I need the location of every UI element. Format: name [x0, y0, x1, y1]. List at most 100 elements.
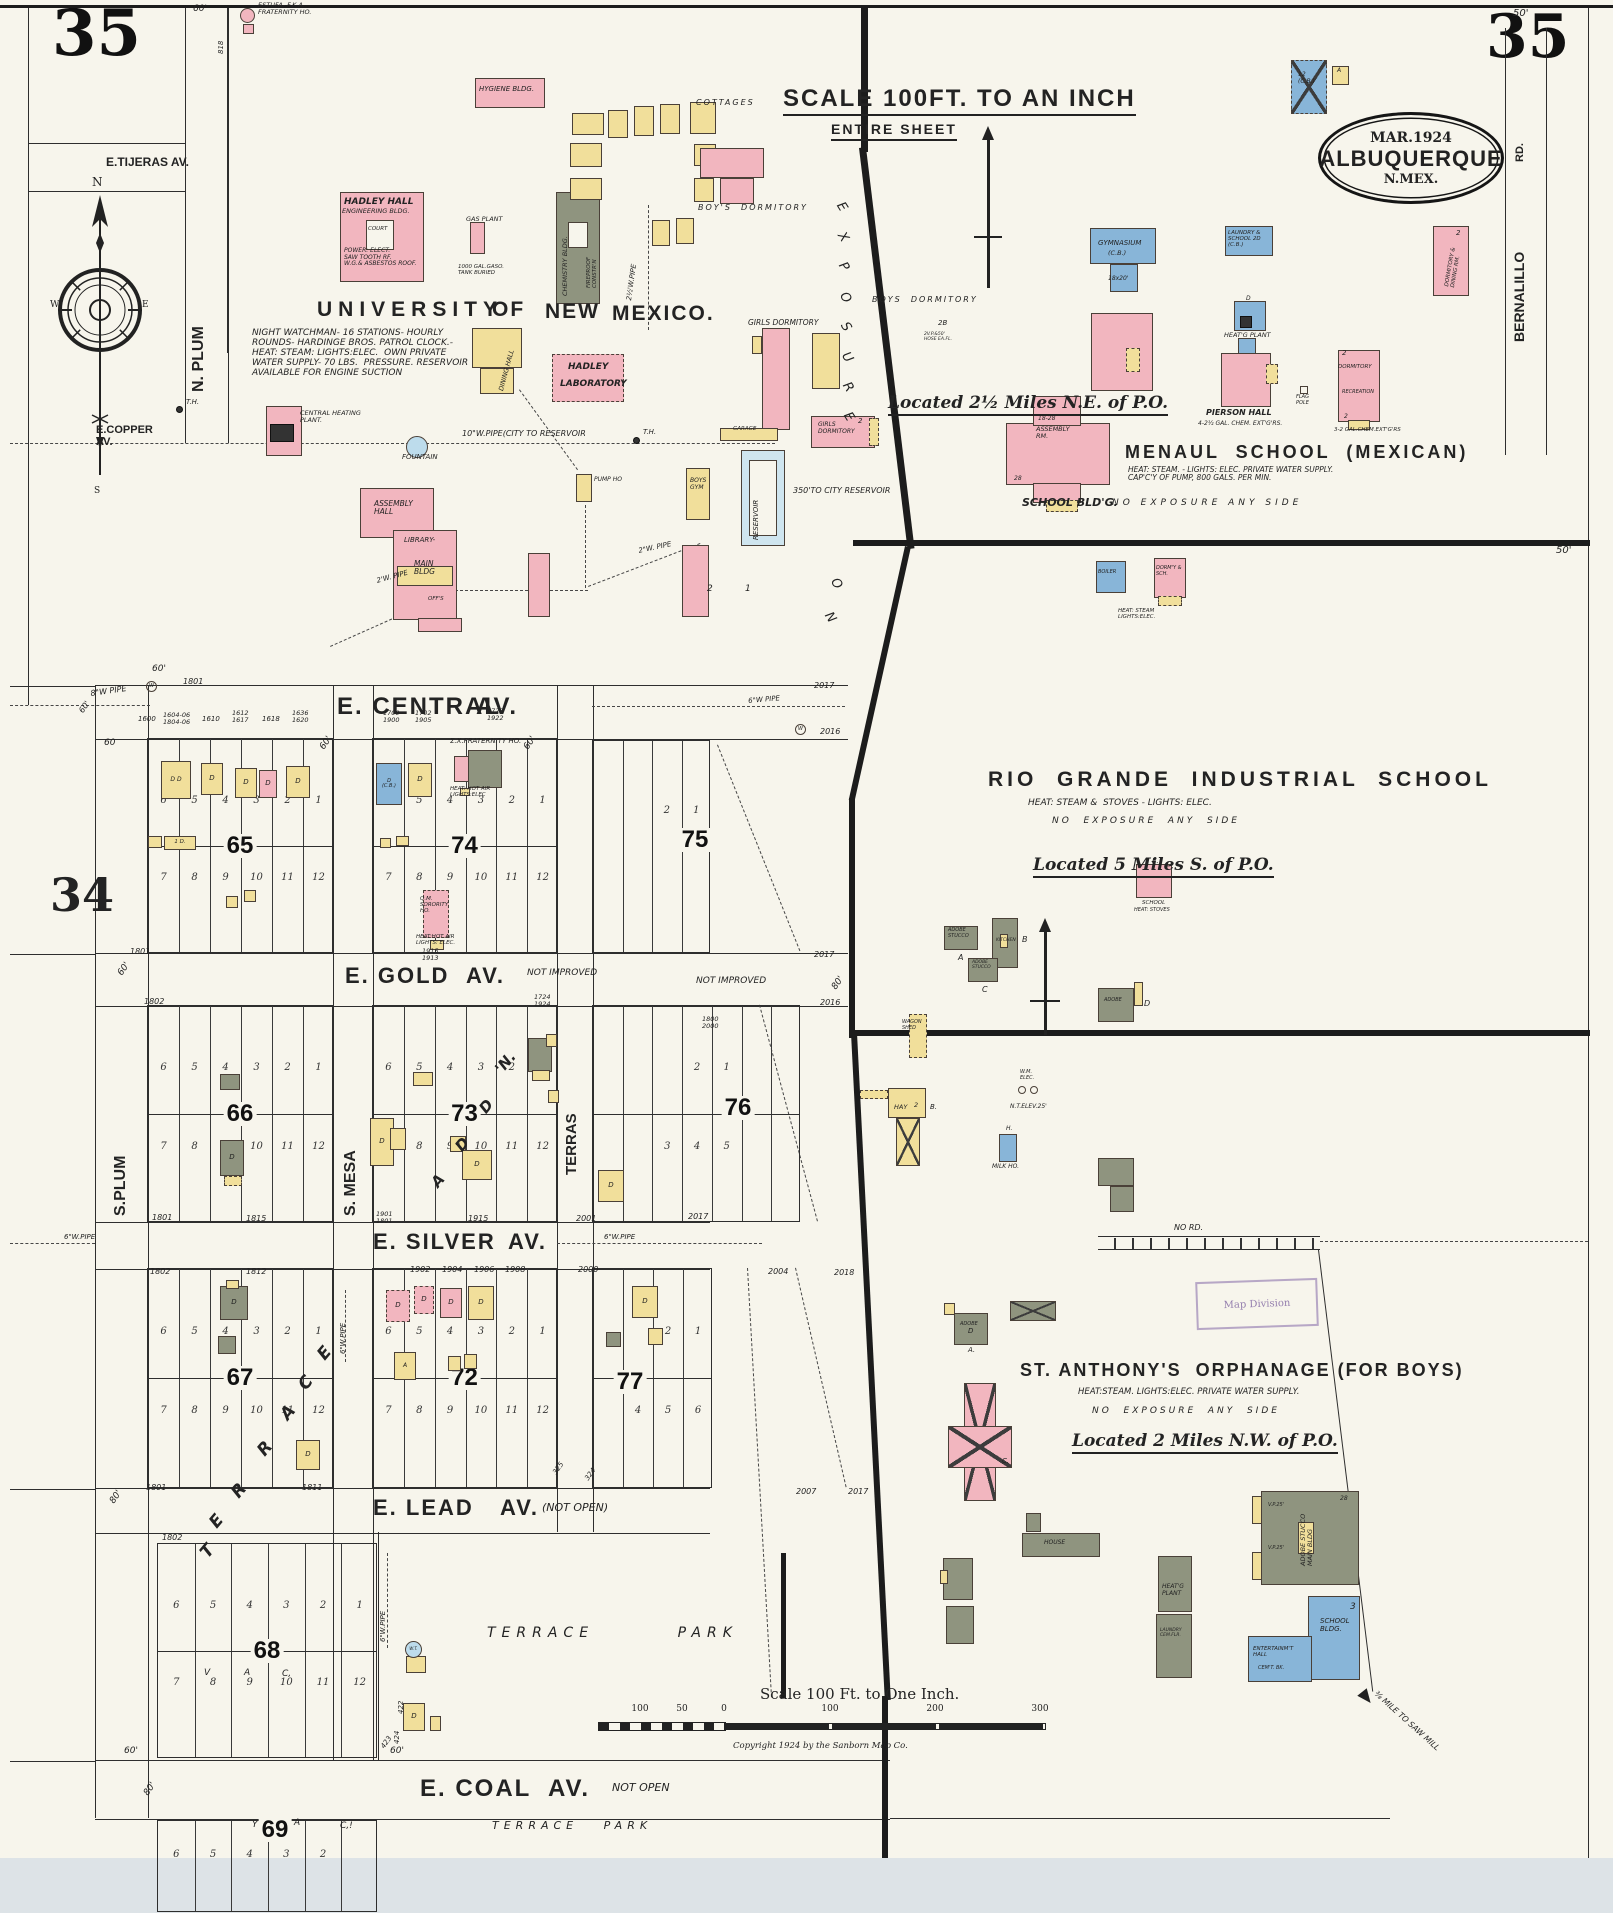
map-label: E. GOLD: [345, 963, 450, 988]
block-number: 77: [613, 1370, 647, 1394]
lot-number: 8: [416, 872, 423, 884]
lot-number: 8: [416, 1140, 423, 1152]
section-divider: [853, 1030, 1590, 1036]
map-label: H.: [1006, 1125, 1013, 1132]
map-label: NOT IMPROVED: [696, 976, 767, 986]
map-label: HEAT: STEAM & STOVES - LIGHTS: ELEC.: [1028, 798, 1212, 808]
building: D: [386, 1290, 410, 1322]
lot-number: 4: [222, 794, 229, 806]
building-label: D: [608, 1181, 614, 1190]
building: [1158, 1556, 1192, 1612]
building: D: [403, 1703, 425, 1731]
map-label: 2017: [814, 681, 835, 690]
map-label: D: [1246, 295, 1251, 302]
lot-number: 3: [253, 1326, 260, 1338]
building: [430, 1716, 441, 1731]
map-label: 2½'W.PIPE: [625, 263, 639, 301]
map-label: 1000 GAL.GASO. TANK BURIED: [458, 264, 504, 277]
map-label: HEAT'G PLANT: [1162, 1583, 1184, 1597]
map-label: ASSEMBLY RM.: [1036, 425, 1070, 441]
map-label: 818: [217, 40, 225, 54]
lot-number: 3: [283, 1848, 290, 1860]
building: [1006, 423, 1110, 485]
street-stub: [10, 686, 95, 687]
building: [608, 110, 628, 138]
map-label: MEXICO.: [612, 302, 715, 325]
map-label: 12 (C.B.): [1298, 71, 1315, 85]
building: [944, 1303, 955, 1315]
building-label: D (C.B.): [381, 777, 396, 789]
lot-number: 1: [315, 1062, 322, 1074]
map-label: 1906: [474, 1265, 495, 1274]
survey-arrow-line: [987, 138, 990, 288]
map-label: E. CENTRAL: [337, 693, 501, 720]
map-label: N.T.ELEV.25': [1010, 1103, 1047, 1110]
building: [1248, 1636, 1312, 1682]
map-label: D: [968, 1327, 974, 1335]
map-label: N. PLUM: [190, 326, 207, 392]
lot-number: 12: [536, 872, 549, 884]
building: [720, 428, 778, 441]
lot-number: 12: [536, 1140, 549, 1152]
map-label: LAUNDRY & SCHOOL 2D (C.B.): [1228, 230, 1261, 249]
stamp-state: N.MEX.: [1383, 171, 1439, 187]
map-label: 2"W. PIPE: [637, 540, 673, 555]
property-dash: [795, 1267, 847, 1488]
pipe-line: [747, 1267, 773, 1698]
building: D: [286, 766, 310, 798]
map-label: E: [142, 300, 149, 310]
map-label: SCHOOL BLD'G.: [1022, 496, 1118, 509]
lot-number: 12: [353, 1677, 367, 1689]
building: [570, 178, 602, 200]
building-label: D: [231, 1298, 237, 1307]
map-label: 1612 1617: [232, 709, 249, 725]
building: [686, 468, 710, 520]
building: [896, 1118, 920, 1166]
map-label: SCHOOL: [1142, 900, 1166, 906]
map-label: BOYS DORMITORY: [872, 295, 978, 304]
street-bernalillo-rd: [1505, 28, 1547, 455]
lot-number: 2: [284, 1062, 291, 1074]
building: [660, 104, 680, 134]
block-number: 74: [448, 833, 481, 858]
map-label: ADOBE STUCCO: [972, 960, 991, 971]
map-label: E.: [1152, 857, 1159, 865]
map-label: C: [982, 985, 988, 994]
building: [944, 926, 978, 950]
map-label: 28: [1014, 475, 1022, 482]
building: [690, 102, 716, 134]
building: [360, 488, 434, 538]
building-label: A: [402, 1361, 408, 1369]
building: [1240, 316, 1252, 328]
map-label: B.: [930, 1103, 938, 1111]
map-label: GARAGE: [733, 426, 757, 432]
map-label: POWER: ELECT. SAW TOOTH RF. W.G.& ASBEST…: [344, 247, 417, 268]
map-label: 2B: [938, 319, 948, 327]
building: [999, 1134, 1017, 1162]
lot-number: 4: [693, 1140, 701, 1152]
map-label: Σ.X.FRATERNITY HO.: [450, 737, 522, 745]
map-label: 1904: [442, 1265, 463, 1274]
border-top: [0, 5, 1613, 8]
map-label: 1815: [246, 1214, 267, 1223]
lot-number: 1: [723, 1062, 730, 1074]
scale-tick: 200: [926, 1704, 944, 1714]
block-number: 65: [223, 833, 257, 858]
building: [869, 418, 879, 446]
map-label: A: [294, 1818, 301, 1828]
map-label: 1801: [183, 677, 204, 686]
lot-line: [304, 1821, 306, 1911]
map-label: 1600: [138, 715, 156, 723]
map-label: W: [50, 300, 60, 310]
building: [1338, 350, 1380, 422]
building: [532, 1070, 550, 1081]
map-label: 2: [1342, 349, 1347, 357]
lot-number: 7: [160, 1405, 167, 1417]
map-label: 6"W.PIPE: [64, 1233, 96, 1241]
building: D: [598, 1170, 624, 1202]
map-label: 6"W.PIPE: [339, 1322, 347, 1354]
lot-number: 10: [474, 872, 488, 884]
building-label: 1 D.: [174, 839, 186, 846]
map-label: Q.M. SORORITY HO.: [420, 896, 449, 915]
building: W.T.: [405, 1641, 422, 1658]
